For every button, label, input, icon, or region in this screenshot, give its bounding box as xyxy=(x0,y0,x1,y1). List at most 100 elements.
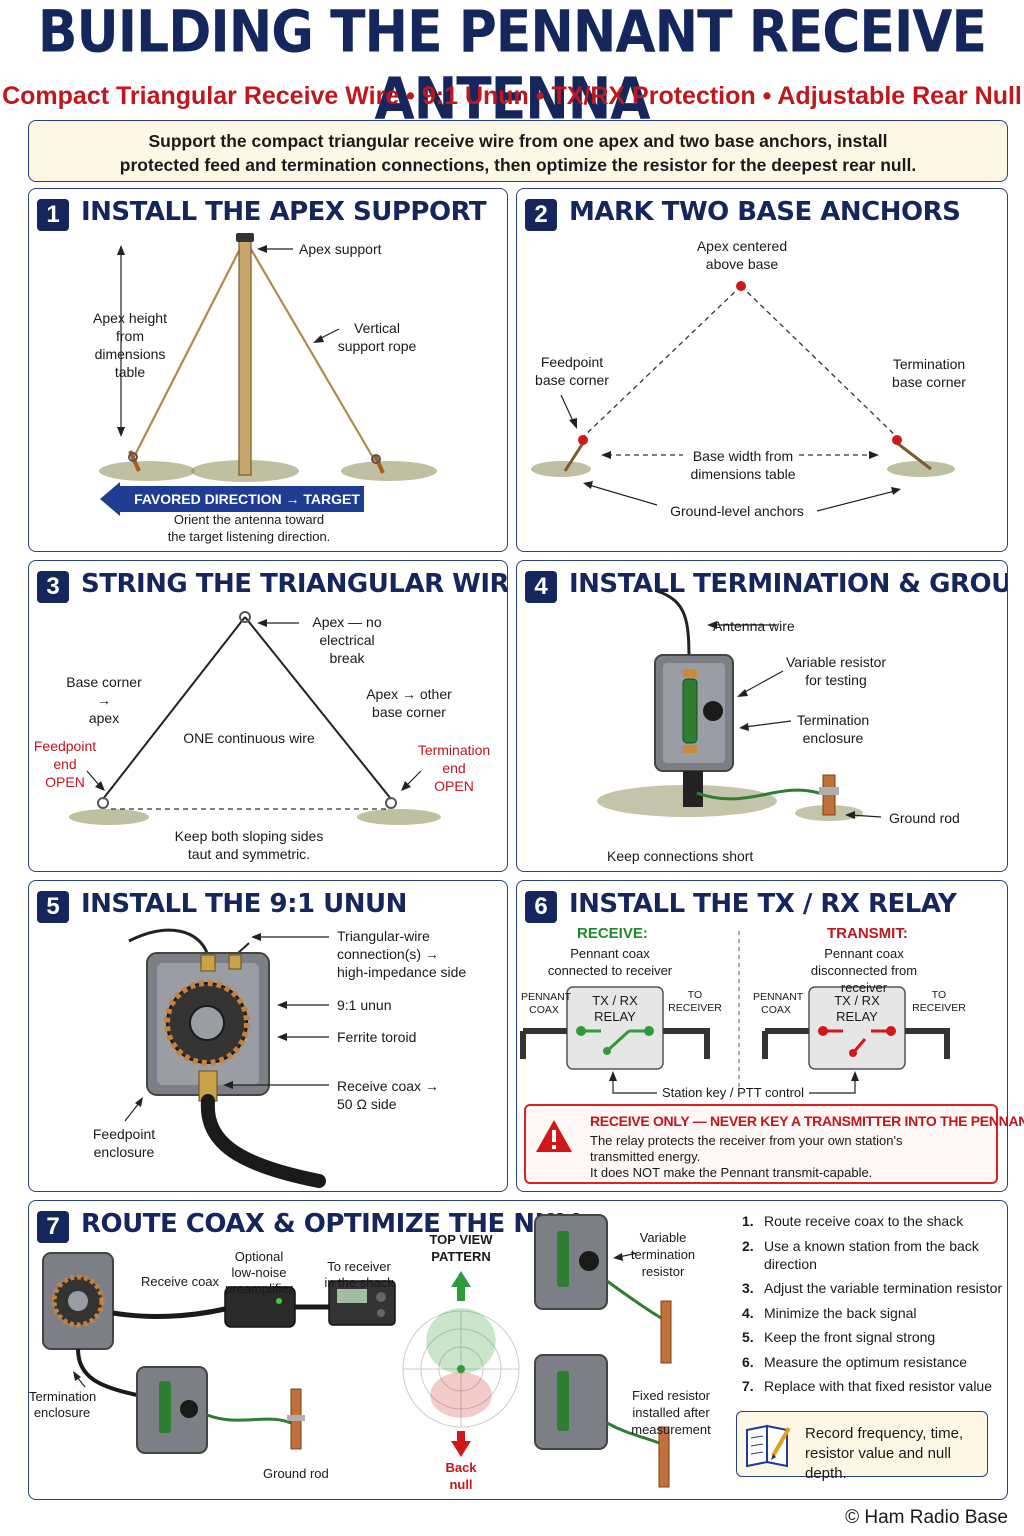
transmit-heading: TRANSMIT: xyxy=(827,925,908,942)
panel-base-anchors: 2 MARK TWO BASE ANCHORS Apex centered ab… xyxy=(516,188,1008,552)
panel-termination-ground: 4 INSTALL TERMINATION & GROUND Antenna w… xyxy=(516,560,1008,872)
panel-title: INSTALL THE TX / RX RELAY xyxy=(569,889,957,919)
record-note: Record frequency, time, resistor value a… xyxy=(805,1425,964,1482)
wire-connection-label: Triangular-wire connection(s) → high-imp… xyxy=(337,928,467,980)
termination-enclosure-label: Termination enclosure xyxy=(796,712,870,746)
step-number: 7 xyxy=(37,1211,69,1243)
ground-anchors-label: Ground-level anchors xyxy=(670,503,804,519)
receive-coax-label: Receive coax xyxy=(141,1274,220,1289)
fixed-resistor-label: Fixed resistor installed after measureme… xyxy=(631,1388,711,1437)
list-item: 7.Replace with that fixed resistor value xyxy=(742,1378,992,1394)
relay-label-tx: TX / RX RELAY xyxy=(834,993,880,1024)
feedpoint-open-label: Feedpoint end OPEN xyxy=(33,738,97,790)
base-anchors-illustration xyxy=(531,281,955,512)
pennant-coax-label-tx: PENNANT COAX xyxy=(753,991,804,1016)
to-receiver-label: To receiver in the shack xyxy=(324,1259,394,1290)
page-title: BUILDING THE PENNANT RECEIVE ANTENNA xyxy=(37,0,987,134)
warning-icon xyxy=(536,1120,572,1152)
step-text: Keep the front signal strong xyxy=(764,1329,936,1345)
unun-label: 9:1 unun xyxy=(337,997,392,1013)
list-item: 5.Keep the front signal strong xyxy=(742,1329,936,1345)
relay-label: TX / RX RELAY xyxy=(592,993,638,1024)
warning-body-3: It does NOT make the Pennant transmit-ca… xyxy=(590,1165,873,1180)
to-receiver-label: TO RECEIVER xyxy=(668,989,722,1014)
step-number: 6 xyxy=(525,891,557,923)
to-receiver-label-tx: TO RECEIVER xyxy=(912,989,966,1014)
preamp-label: Optional low-noise preamplifier xyxy=(225,1249,293,1296)
feedpoint-corner-label: Feedpoint base corner xyxy=(535,354,609,388)
receive-heading: RECEIVE: xyxy=(577,925,648,942)
panel-unun: 5 INSTALL THE 9:1 UNUN Triangular-wire c… xyxy=(28,880,508,1192)
unun-illustration xyxy=(124,928,329,1188)
short-note: Keep connections short xyxy=(607,848,754,864)
relay-illustration xyxy=(520,931,950,1094)
panel-title: INSTALL THE 9:1 UNUN xyxy=(81,889,407,919)
panel-triangular-wire: 3 STRING THE TRIANGULAR WIRE Apex — no e… xyxy=(28,560,508,872)
step-text: Minimize the back signal xyxy=(764,1304,917,1321)
intro-line-1: Support the compact triangular receive w… xyxy=(148,131,888,151)
termination-open-label: Termination end OPEN xyxy=(417,742,491,794)
step-text: Route receive coax to the shack xyxy=(764,1213,964,1229)
warning-title: RECEIVE ONLY — NEVER KEY A TRANSMITTER I… xyxy=(590,1113,1024,1129)
feedpoint-enclosure-label: Feedpoint enclosure xyxy=(92,1126,156,1160)
step-text: Replace with that fixed resistor value xyxy=(764,1378,992,1394)
taut-note: Keep both sloping sides taut and symmetr… xyxy=(174,828,324,862)
list-item: 4.Minimize the back signal xyxy=(742,1304,917,1321)
panel-title: INSTALL THE APEX SUPPORT xyxy=(81,197,487,227)
apex-support-label: Apex support xyxy=(299,241,382,257)
termination-enclosure-label: Termination enclosure xyxy=(29,1389,97,1420)
receive-only-warning: RECEIVE ONLY — NEVER KEY A TRANSMITTER I… xyxy=(524,1104,1024,1184)
step-number: 1 xyxy=(37,199,69,231)
list-item: 3.Adjust the variable termination resist… xyxy=(742,1280,1003,1296)
intro-line-2: protected feed and termination connectio… xyxy=(119,155,917,175)
pennant-coax-label: PENNANT COAX xyxy=(521,991,572,1016)
orient-note: Orient the antenna toward the target lis… xyxy=(167,512,331,544)
base-width-label: Base width from dimensions table xyxy=(690,448,796,482)
warning-body-1: The relay protects the receiver from you… xyxy=(590,1133,903,1148)
copyright: © Ham Radio Base xyxy=(845,1507,1008,1528)
optimize-steps: 1.Route receive coax to the shack 2.Use … xyxy=(742,1212,1004,1402)
ground-rod-label: Ground rod xyxy=(889,810,960,826)
ground-rod-label: Ground rod xyxy=(263,1466,329,1481)
warning-body-2: transmitted energy. xyxy=(590,1149,701,1164)
transmit-note: Pennant coax disconnected from receiver xyxy=(810,946,918,995)
triangular-wire-illustration xyxy=(69,611,441,825)
apex-centered-label: Apex centered above base xyxy=(696,238,788,272)
termination-illustration xyxy=(597,589,882,821)
step-text: Adjust the variable termination resistor xyxy=(764,1280,1003,1296)
favored-direction-banner: FAVORED DIRECTION → TARGET xyxy=(100,482,364,516)
step-text: Measure the optimum resistance xyxy=(764,1353,968,1370)
route-optimize-illustration xyxy=(42,1214,672,1488)
vertical-rope-label: Vertical support rope xyxy=(337,320,417,354)
top-view-label: TOP VIEW PATTERN xyxy=(429,1232,493,1264)
variable-resistor-label: Variable resistor for testing xyxy=(785,654,887,688)
panel-title: ROUTE COAX & OPTIMIZE THE NULL xyxy=(81,1209,588,1239)
toroid-label: Ferrite toroid xyxy=(337,1029,417,1045)
step-number: 4 xyxy=(525,571,557,603)
list-item: 2.Use a known station from the back dire… xyxy=(742,1237,1004,1273)
record-note-box: Record frequency, time, resistor value a… xyxy=(736,1411,988,1482)
intro-box: Support the compact triangular receive w… xyxy=(28,120,1008,182)
list-item: 6.Measure the optimum resistance xyxy=(742,1353,968,1370)
step-number: 3 xyxy=(37,571,69,603)
apex-other-label: Apex → other base corner xyxy=(366,686,452,720)
apex-note-label: Apex — no electrical break xyxy=(312,614,382,666)
step-number: 5 xyxy=(37,891,69,923)
termination-corner-label: Termination base corner xyxy=(892,356,966,390)
panel-title: INSTALL TERMINATION & GROUND xyxy=(569,569,1008,599)
step-text: Use a known station from the back direct… xyxy=(764,1237,979,1272)
antenna-wire-label: Antenna wire xyxy=(713,618,795,634)
notebook-icon xyxy=(746,1424,791,1468)
step-number: 2 xyxy=(525,199,557,231)
variable-resistor-label: Variable termination resistor xyxy=(630,1230,696,1279)
apex-height-label: Apex height from dimensions table xyxy=(93,310,167,380)
ptt-label: Station key / PTT control xyxy=(661,1085,805,1100)
page-subtitle: Compact Triangular Receive Wire • 9:1 Un… xyxy=(2,82,1022,110)
apex-support-illustration xyxy=(99,233,437,482)
list-item: 1.Route receive coax to the shack xyxy=(742,1213,964,1229)
back-null-label: Back null xyxy=(445,1460,477,1492)
receive-note: Pennant coax connected to receiver xyxy=(547,946,673,978)
panel-title: STRING THE TRIANGULAR WIRE xyxy=(81,569,508,599)
base-corner-apex-label: Base corner → apex xyxy=(66,674,142,726)
one-wire-label: ONE continuous wire xyxy=(183,730,315,746)
